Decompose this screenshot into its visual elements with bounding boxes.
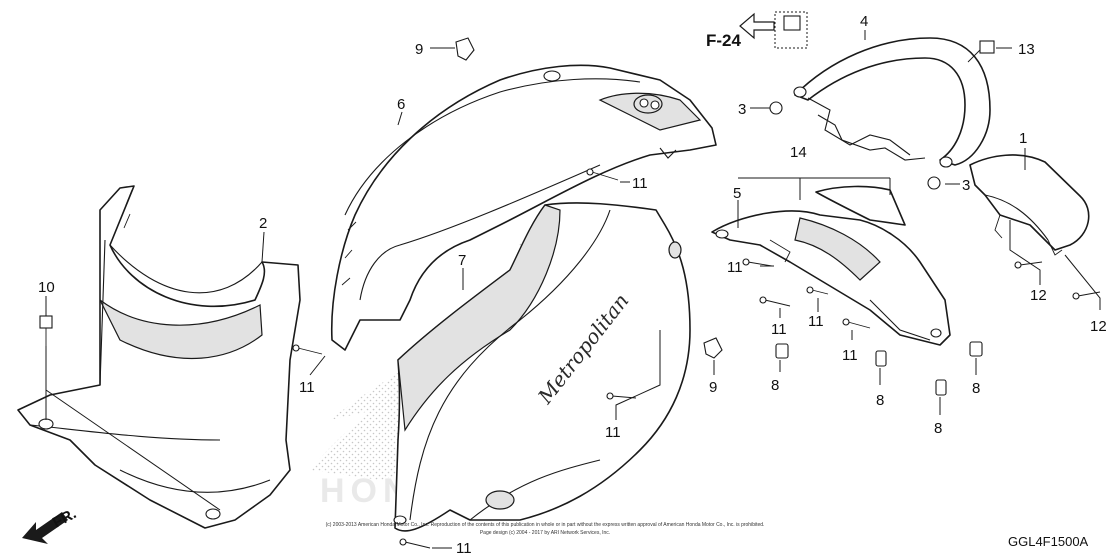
diagram-code: GGL4F1500A xyxy=(1008,534,1089,549)
f24-reference-arrow: F-24 xyxy=(706,12,775,50)
callout-11: 11 xyxy=(771,321,787,338)
callout-13: 13 xyxy=(1018,41,1035,58)
callout-8: 8 xyxy=(876,392,884,409)
copyright-notice: (c) 2003-2013 American Honda Motor Co., … xyxy=(326,522,765,536)
part-4-grab-rail[interactable] xyxy=(793,37,991,168)
callout-9: 9 xyxy=(415,41,423,58)
f24-label: F-24 xyxy=(706,31,742,50)
callout-4: 4 xyxy=(860,13,868,30)
callout-14: 14 xyxy=(790,144,807,161)
callout-12: 12 xyxy=(1030,287,1047,304)
callout-2: 2 xyxy=(259,215,267,232)
copyright-line-2: Page design (c) 2004 - 2017 by ARI Netwo… xyxy=(480,530,610,536)
callout-8: 8 xyxy=(771,377,779,394)
part-5-tail-light-housing[interactable] xyxy=(711,210,951,346)
callout-11: 11 xyxy=(727,259,743,276)
part-14-lens[interactable] xyxy=(815,185,906,226)
callout-3: 3 xyxy=(962,177,970,194)
callout-11: 11 xyxy=(456,540,472,557)
callout-6: 6 xyxy=(397,96,405,113)
callout-11: 11 xyxy=(808,313,824,330)
leader-lines xyxy=(45,30,1101,549)
callout-3: 3 xyxy=(738,101,746,118)
callout-11: 11 xyxy=(842,347,858,364)
fasteners xyxy=(39,11,1101,549)
callout-8: 8 xyxy=(972,380,980,397)
part-7-body-cover[interactable]: Metropolitan xyxy=(393,202,691,532)
callout-12: 12 xyxy=(1090,318,1107,335)
front-direction-arrow: FR. xyxy=(22,505,79,544)
copyright-line-1: (c) 2003-2013 American Honda Motor Co., … xyxy=(326,522,765,528)
callout-7: 7 xyxy=(458,252,466,269)
part-6-upper-inner-cover[interactable] xyxy=(330,64,717,351)
callout-1: 1 xyxy=(1019,130,1027,147)
callout-labels: 1 2 3 3 4 5 6 7 8 8 8 8 9 9 10 11 11 11 … xyxy=(38,13,1107,557)
part-2-inner-lower-panel[interactable] xyxy=(17,185,301,529)
part-8-clips[interactable] xyxy=(775,341,983,396)
callout-9: 9 xyxy=(709,379,717,396)
callout-11: 11 xyxy=(632,175,648,192)
callout-8: 8 xyxy=(934,420,942,437)
callout-10: 10 xyxy=(38,279,55,296)
callout-5: 5 xyxy=(733,185,741,202)
callout-11: 11 xyxy=(299,379,315,396)
part-1-rear-cover[interactable] xyxy=(969,154,1090,256)
callout-11: 11 xyxy=(605,424,621,441)
